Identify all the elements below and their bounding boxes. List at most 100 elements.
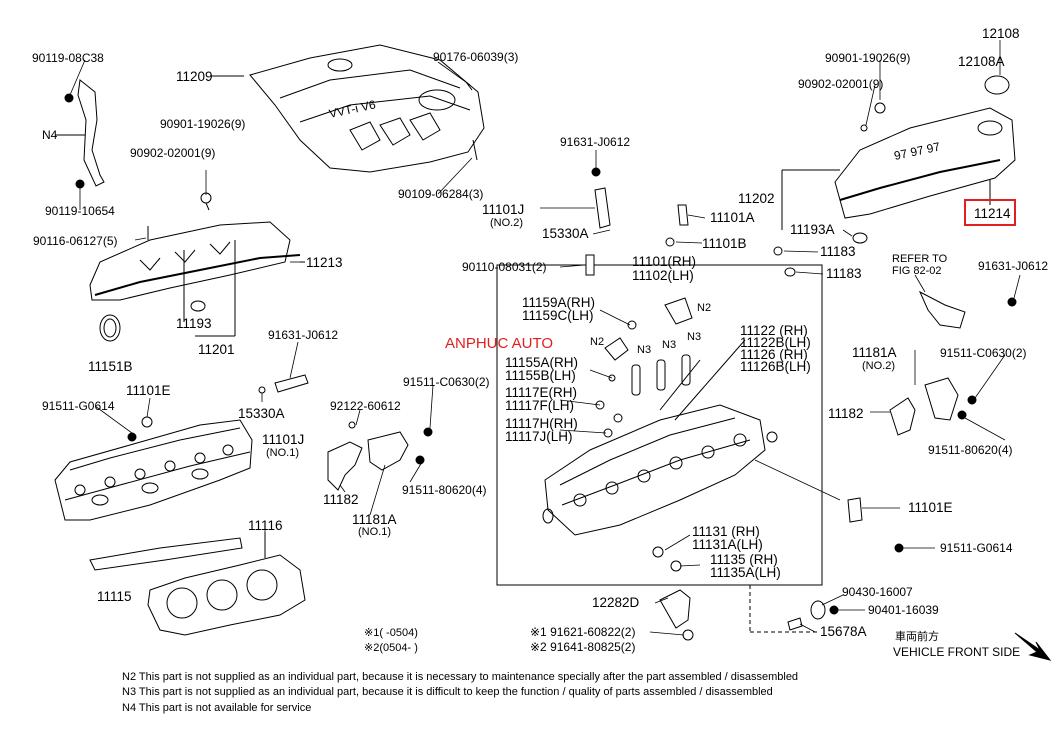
label-fig-82-02: FIG 82-02 [892, 265, 942, 277]
label-90901-19026-right: 90901-19026(9) [825, 51, 910, 65]
rh-head-box [496, 264, 823, 586]
label-11159a: 11159A(RH) [522, 295, 595, 310]
front-arrow [1014, 632, 1052, 661]
label-11126: 11126 (RH) [740, 347, 808, 362]
center-injector [585, 167, 689, 276]
label-no2-right: (NO.2) [862, 360, 895, 372]
label-12282d: 12282D [592, 595, 640, 610]
label-91631-j0612-center: 91631-J0612 [560, 135, 630, 149]
label-90430-16007: 90430-16007 [842, 585, 913, 599]
label-11101a: 11101A [710, 210, 755, 225]
label-11151b: 11151B [88, 359, 133, 374]
label-11102lh: 11102(LH) [632, 268, 694, 283]
right-brackets [847, 290, 1017, 553]
label-11183-b: 11183 [826, 266, 862, 281]
label-vehicle-front-side: VEHICLE FRONT SIDE [893, 645, 1020, 659]
label-12108: 12108 [982, 26, 1020, 41]
label-11214: 11214 [974, 206, 1011, 221]
label-11116: 11116 [248, 518, 283, 533]
gaskets [89, 532, 306, 636]
label-11101j-no2: 11101J [482, 202, 524, 217]
label-91511-g0614-left: 91511-G0614 [42, 399, 115, 413]
label-note-2: ※2(0504- ) [364, 642, 418, 654]
label-90176-06039: 90176-06039(3) [433, 50, 518, 64]
label-11193a: 11193A [790, 222, 835, 237]
label-91511-g0614-right: 91511-G0614 [940, 541, 1013, 555]
label-15678a: 15678A [820, 624, 867, 639]
label-11213: 11213 [306, 255, 343, 270]
label-note-1: ※1( -0504) [364, 627, 418, 639]
label-90902-02001-right: 90902-02001(9) [798, 77, 883, 91]
label-11182-left: 11182 [323, 492, 359, 507]
label-vehicle-front-jp: 車両前方 [895, 629, 939, 643]
label-90902-02001-left: 90902-02001(9) [130, 146, 215, 160]
label-no1-b: (NO.1) [358, 526, 391, 538]
label-91511-80620-right: 91511-80620(4) [928, 443, 1013, 457]
leader-lines [69, 40, 1021, 636]
label-11101e-right: 11101E [908, 500, 953, 515]
label-90109-06284: 90109-06284(3) [398, 187, 483, 201]
left-cylinder-head [54, 419, 253, 521]
label-11181a-right: 11181A [852, 345, 897, 360]
label-91511-80620-left: 91511-80620(4) [402, 483, 487, 497]
label-15330a-left: 15330A [238, 406, 285, 421]
label-91621-60822: ※1 91621-60822(2) [530, 625, 635, 639]
label-n2-a: N2 [697, 302, 711, 314]
right-valve-cover [773, 75, 1016, 277]
label-n4: N4 [42, 128, 58, 142]
label-11183-a: 11183 [820, 244, 856, 259]
label-91511-c0630-right: 91511-C0630(2) [940, 346, 1027, 360]
highlight-box [964, 199, 1016, 226]
label-11182-right: 11182 [828, 406, 864, 421]
label-11135a: 11135A(LH) [710, 565, 781, 580]
label-n2-b: N2 [590, 336, 604, 348]
left-brackets [327, 421, 433, 491]
label-90901-19026-left: 90901-19026(9) [160, 117, 245, 131]
left-valve-cover [89, 192, 305, 342]
label-12108a: 12108A [958, 54, 1005, 69]
footnote-n3: N3 This part is not supplied as an indiv… [122, 686, 773, 698]
label-11159c: 11159C(LH) [522, 308, 594, 323]
brand-watermark: ANPHUC AUTO [445, 335, 553, 352]
label-91641-80825: ※2 91641-80825(2) [530, 640, 635, 654]
label-11101j-no1: 11101J [262, 432, 304, 447]
label-90119-10654: 90119-10654 [45, 204, 115, 218]
label-11193: 11193 [176, 316, 212, 331]
label-11117e: 11117E(RH) [505, 385, 577, 400]
footnotes: N2 This part is not supplied as an indiv… [122, 671, 798, 714]
label-no2: (NO.2) [490, 217, 523, 229]
footnote-n2: N2 This part is not supplied as an indiv… [122, 671, 798, 683]
label-11122b: 11122B(LH) [740, 335, 811, 350]
footnote-n4: N4 This part is not available for servic… [122, 702, 311, 714]
label-11131a: 11131A(LH) [692, 537, 763, 552]
right-cylinder-head [542, 297, 778, 572]
label-11117j: 11117J(LH) [505, 429, 573, 444]
label-91631-j0612-left: 91631-J0612 [268, 328, 338, 342]
label-11209: 11209 [176, 69, 213, 84]
label-11202: 11202 [738, 191, 775, 206]
lower-right-parts [659, 585, 839, 641]
label-91511-c0630-left: 91511-C0630(2) [403, 375, 490, 389]
label-11201: 11201 [198, 342, 235, 357]
label-11117f: 11117F(LH) [505, 398, 574, 413]
label-90110-08031: 90110-08031(2) [462, 260, 547, 274]
label-90116-06127: 90116-06127(5) [33, 234, 118, 248]
label-11126b: 11126B(LH) [740, 359, 811, 374]
label-91631-j0612-right: 91631-J0612 [978, 259, 1048, 273]
n4-bracket [55, 79, 105, 189]
label-n3-c: N3 [687, 331, 701, 343]
label-11101rh: 11101(RH) [632, 254, 696, 269]
label-11101b: 11101B [702, 236, 747, 251]
part-labels: 90119-08C38 N4 90119-10654 90116-06127(5… [32, 26, 1048, 659]
label-refer-to: REFER TO [892, 253, 948, 265]
label-11101e-left: 11101E [126, 383, 171, 398]
label-11155a: 11155A(RH) [505, 355, 578, 370]
label-11122: 11122 (RH) [740, 323, 808, 338]
label-90119-08c38: 90119-08C38 [32, 51, 104, 65]
label-11117h: 11117H(RH) [505, 416, 578, 431]
label-11155b: 11155B(LH) [505, 368, 576, 383]
label-11115: 11115 [97, 589, 132, 604]
label-n3-a: N3 [637, 344, 651, 356]
